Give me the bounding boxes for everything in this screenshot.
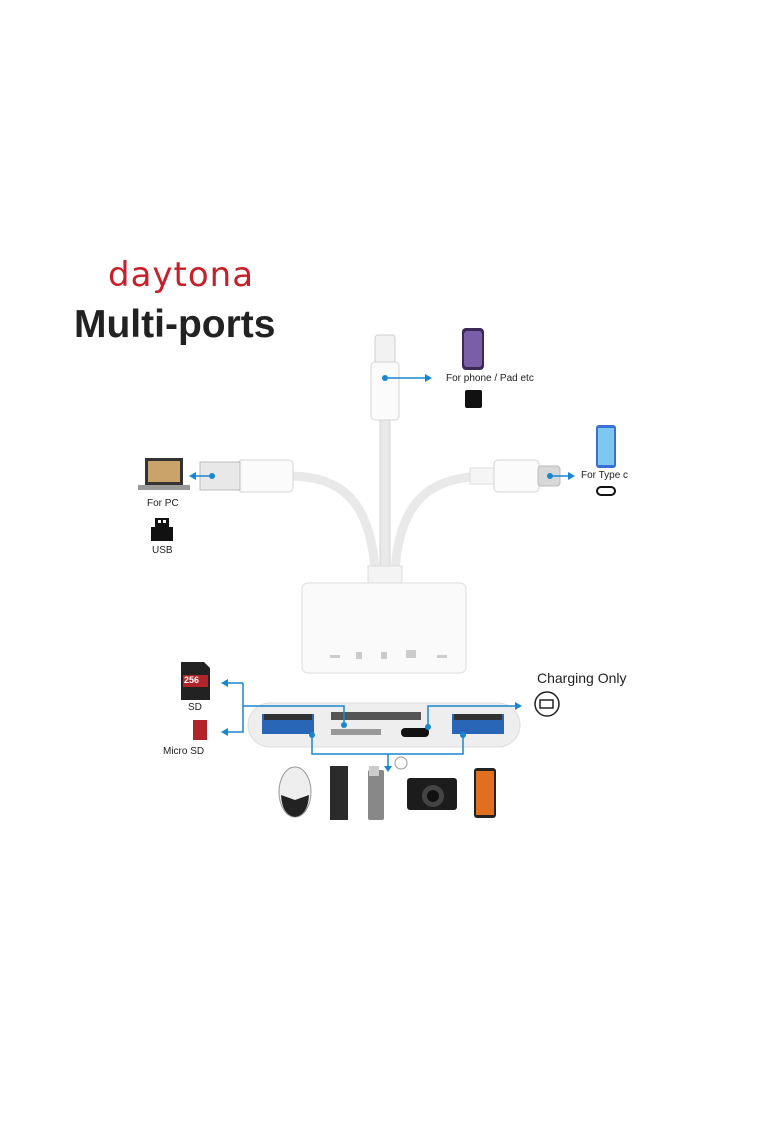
sd-capacity: 256 (184, 675, 200, 685)
battery-charging-icon (534, 691, 560, 717)
usb3-icon (394, 756, 408, 770)
label-usb: USB (152, 545, 173, 556)
micro-sd-icon (193, 720, 207, 740)
label-sd: SD (188, 702, 202, 713)
hub-front (247, 702, 521, 748)
label-charging-only: Charging Only (537, 670, 627, 686)
label-pc: For PC (147, 498, 179, 509)
android-phone-icon (596, 425, 616, 468)
brand-logo: daytona (108, 255, 255, 295)
type-c-connector (469, 459, 575, 493)
label-micro-sd: Micro SD (163, 746, 205, 757)
smartphone-icon (474, 768, 496, 818)
laptop-icon (138, 458, 190, 490)
label-type-c: For Type c (581, 470, 629, 481)
port-lines (228, 682, 515, 766)
iphone-icon (462, 328, 484, 370)
lightning-plug-icon (465, 390, 482, 408)
mouse-icon (278, 766, 312, 818)
usb-flash-drive-icon (368, 766, 384, 820)
usb-a-connector (189, 459, 294, 493)
sd-card-icon (181, 662, 210, 700)
usb-plug-icon (151, 518, 173, 541)
lightning-connector (370, 334, 432, 421)
camera-icon (407, 778, 457, 810)
type-c-port-icon (596, 486, 616, 496)
page-title: Multi-ports (74, 303, 276, 346)
label-phone-pad: For phone / Pad etc (446, 373, 534, 384)
hub-body (301, 565, 467, 674)
keyboard-icon (330, 766, 348, 820)
